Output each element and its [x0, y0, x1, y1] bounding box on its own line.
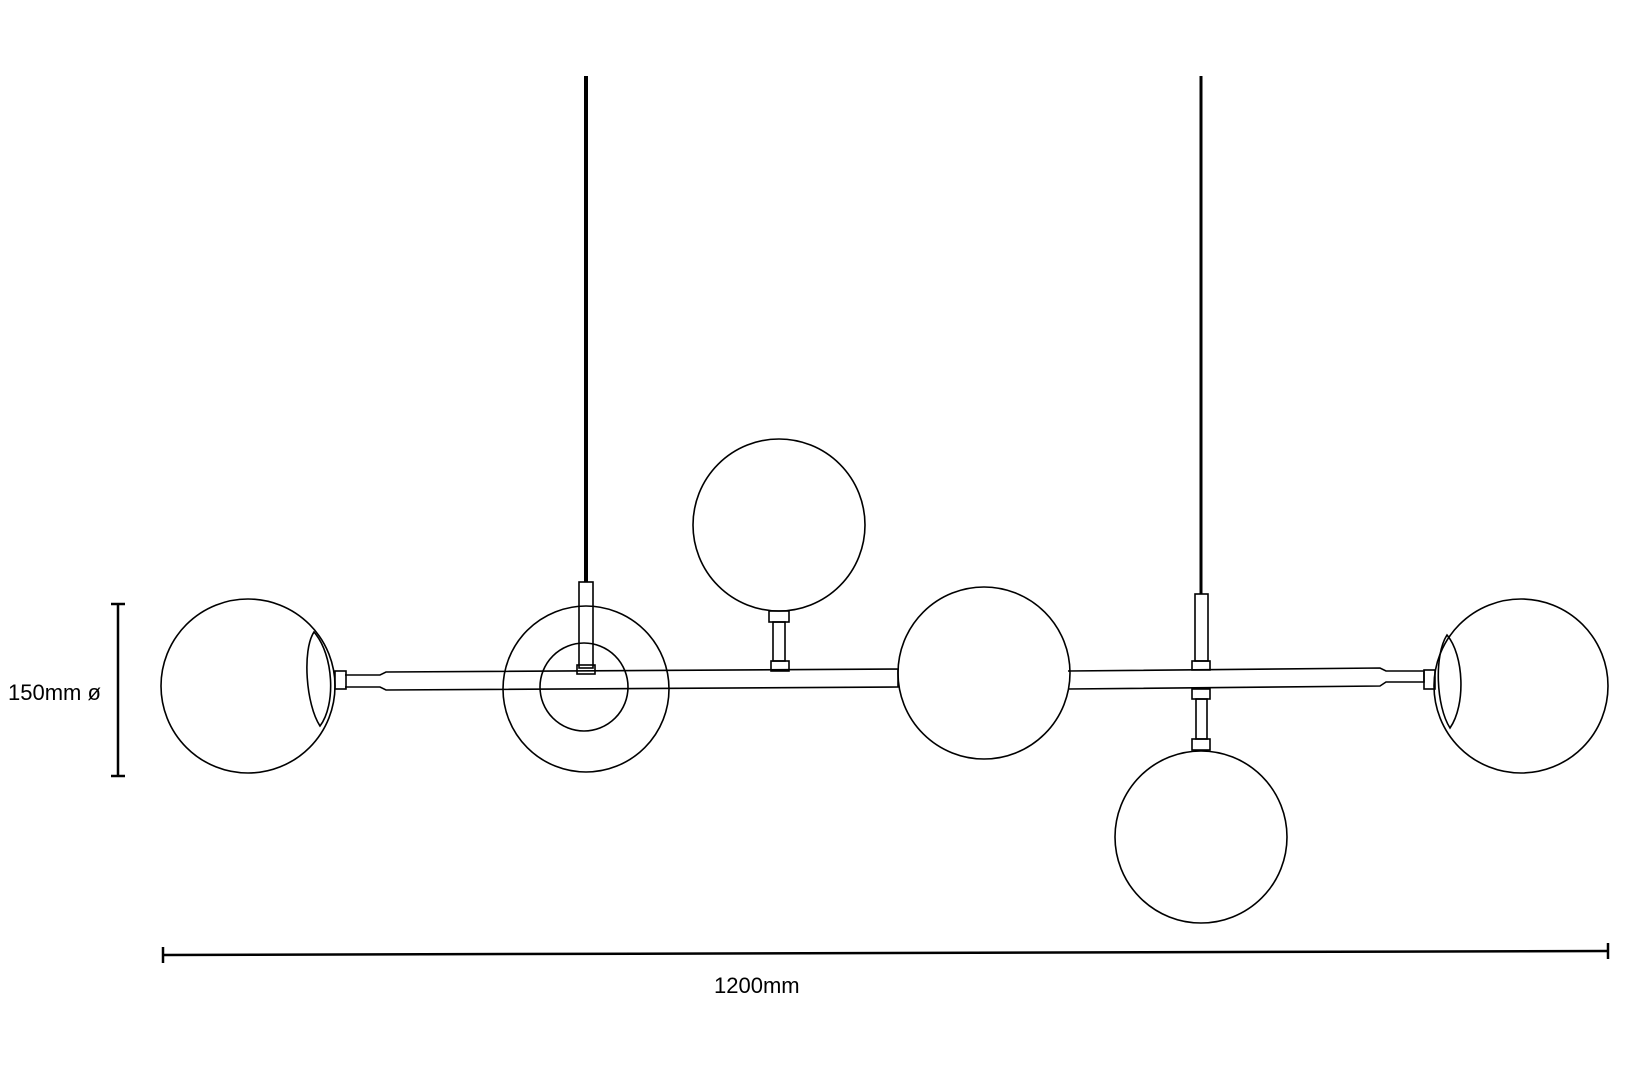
globe-lower [1114, 593, 1288, 924]
dimension-line-diameter [111, 602, 125, 778]
dimension-line-width [161, 943, 1610, 963]
globe-front-facing [502, 581, 670, 773]
main-rod-right-section [1067, 667, 1425, 690]
globe-left-end [160, 598, 347, 774]
overall-width-label: 1200mm [714, 973, 800, 998]
globe-upper [692, 438, 866, 672]
main-rod-left-section [345, 668, 899, 691]
globe-right-end [1423, 598, 1609, 774]
globe-diameter-label: 150mm ø [8, 680, 101, 705]
globe-center [897, 586, 1071, 760]
